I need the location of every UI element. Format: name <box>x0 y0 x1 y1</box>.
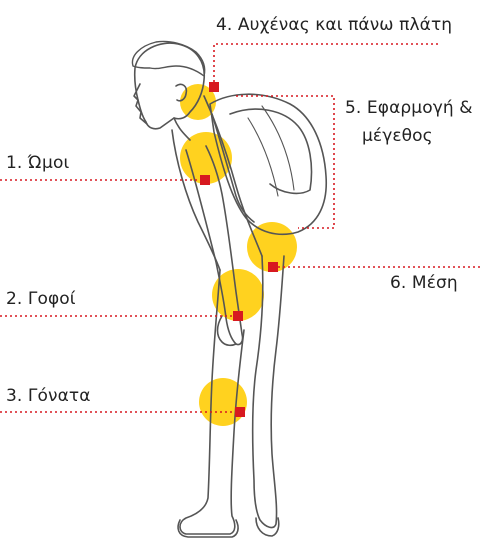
neck <box>174 118 190 140</box>
neck-label: 4. Αυχένας και πάνω πλάτη <box>216 15 452 35</box>
fit-label-line1: 5. Εφαρμογή & <box>345 98 473 118</box>
waist-label: 6. Μέση <box>390 273 458 293</box>
hip-marker <box>233 311 243 321</box>
hips-label: 2. Γοφοί <box>6 289 76 309</box>
hair <box>132 41 204 76</box>
knee-highlight <box>199 378 247 426</box>
waist-marker <box>268 262 278 272</box>
knee-marker <box>235 407 245 417</box>
neck-leader <box>214 44 440 87</box>
neck-marker <box>209 82 219 92</box>
knees-label: 3. Γόνατα <box>6 386 91 406</box>
fit-label-line2: μέγεθος <box>362 126 433 146</box>
backpack-pocket <box>230 109 312 193</box>
shoulders-label: 1. Ώμοι <box>6 153 69 173</box>
backpack-stitch <box>248 118 278 196</box>
shoulder-marker <box>200 175 210 185</box>
